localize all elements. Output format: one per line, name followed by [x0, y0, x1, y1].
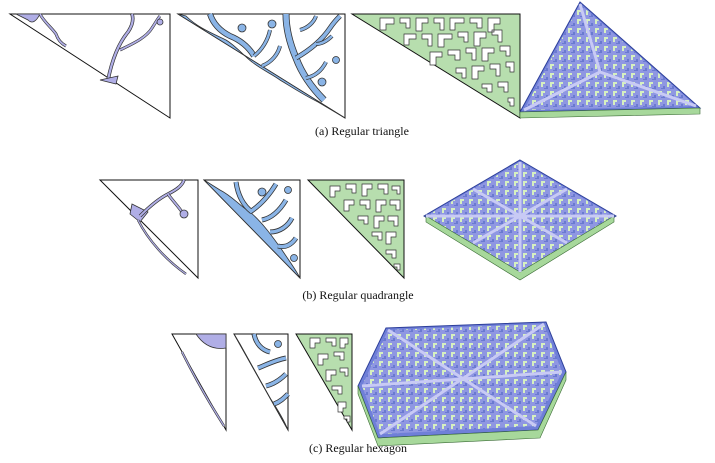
panel-b-caption: (b) Regular quadrangle	[302, 288, 413, 302]
panel-b-stage3-domain	[306, 179, 405, 280]
panel-a-stage2-domain	[176, 12, 346, 119]
panel-b-3d-render	[423, 159, 617, 281]
panel-c-caption: (c) Regular hexagon	[309, 441, 407, 455]
panel-a-3d-render	[519, 1, 702, 119]
panel-c-stage2-domain	[233, 333, 290, 432]
panel-c-stage3-domain	[295, 333, 353, 432]
panel-b-stage2-domain	[202, 179, 301, 280]
panel-c-stage1-domain	[171, 333, 227, 432]
panel-a-caption: (a) Regular triangle	[315, 124, 409, 138]
panel-b-stage1-domain	[98, 179, 199, 280]
panel-c: (c) Regular hexagon	[171, 321, 567, 455]
panel-a-stage3-domain	[350, 13, 521, 119]
panel-a-stage1-domain	[8, 13, 171, 119]
panel-b: (b) Regular quadrangle	[98, 159, 617, 302]
panel-c-3d-render	[357, 321, 567, 447]
panel-a: (a) Regular triangle	[8, 1, 702, 138]
